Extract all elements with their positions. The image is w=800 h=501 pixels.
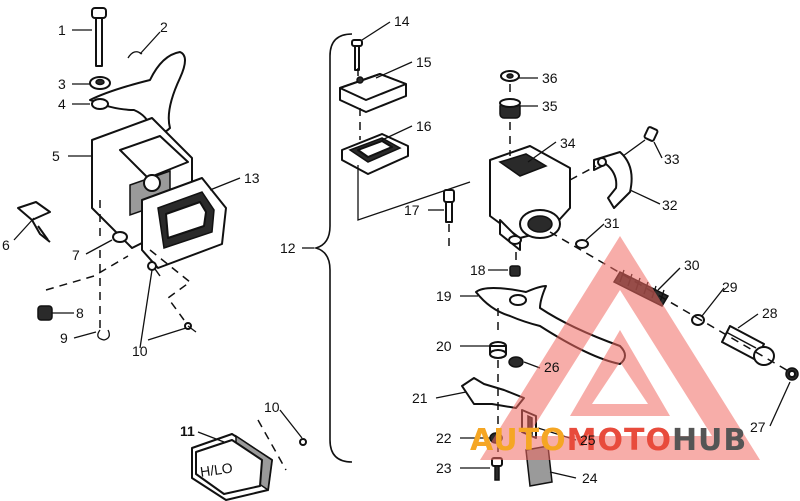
callout-9: 9 [60, 330, 68, 346]
callout-18: 18 [470, 262, 486, 278]
callout-17: 17 [404, 202, 420, 218]
callout-23: 23 [436, 460, 452, 476]
part-17-bolt [443, 189, 455, 223]
callout-28: 28 [762, 305, 778, 321]
callout-4: 4 [58, 96, 66, 112]
callout-14: 14 [394, 13, 410, 29]
callout-27: 27 [750, 419, 766, 435]
group-12-brace [313, 33, 353, 463]
watermark-brand-c: HUB [672, 423, 747, 458]
part-1-pivot-bolt [91, 7, 107, 67]
watermark-triangle-logo [480, 236, 760, 460]
part-4-lever-eye [91, 98, 109, 110]
callout-11: 11 [180, 423, 195, 439]
part-36-washer [500, 70, 520, 82]
part-8-cap [37, 305, 53, 321]
callout-26: 26 [544, 359, 560, 375]
callout-2: 2 [160, 19, 168, 35]
callout-5: 5 [52, 148, 60, 164]
callout-22: 22 [436, 430, 452, 446]
callout-19: 19 [436, 288, 452, 304]
part-28-piston [721, 325, 775, 366]
part-14-screw [351, 39, 363, 71]
part-23-screw [491, 457, 503, 481]
callout-30: 30 [684, 257, 700, 273]
callout-12: 12 [280, 240, 296, 256]
callout-20: 20 [436, 338, 452, 354]
part-32-clamp [593, 151, 633, 209]
callout-10-bottom: 10 [264, 399, 280, 415]
callout-31: 31 [604, 215, 620, 231]
callout-10-left: 10 [132, 343, 148, 359]
part-21-bracket [461, 377, 525, 409]
part-31-washer [575, 239, 589, 249]
part-13-switch-cover [141, 177, 227, 269]
callout-24: 24 [582, 470, 598, 486]
part-9-clip [97, 329, 110, 341]
part-33-bolt [622, 126, 659, 157]
left-leader-lines [13, 29, 241, 349]
right-leader-lines [361, 21, 791, 479]
part-18-bushing [509, 265, 521, 277]
part-26-nut [508, 356, 524, 368]
callout-13: 13 [244, 170, 260, 186]
callout-33: 33 [664, 151, 680, 167]
part-7-washer [112, 231, 128, 243]
callout-6: 6 [2, 237, 10, 253]
watermark-text: AUTOMOTOHUB [470, 423, 747, 458]
callout-16: 16 [416, 118, 432, 134]
watermark-brand-a: AUTO [470, 423, 567, 458]
callout-25: 25 [580, 432, 596, 448]
part-4-throttle-lever [89, 51, 186, 134]
part-2-clip [127, 51, 143, 59]
callout-1: 1 [58, 22, 66, 38]
part-6-adjuster [17, 201, 51, 243]
callout-labels: 1 2 3 4 5 6 7 8 9 10 10 11 12 13 14 15 1… [2, 13, 778, 486]
watermark-brand-b: MOTO [567, 423, 672, 458]
part-15-reservoir-cover [339, 73, 407, 113]
part-29-washer [691, 314, 705, 326]
part-10-screws [147, 261, 197, 333]
watermark: AUTOMOTOHUB [470, 236, 760, 460]
callout-36: 36 [542, 70, 558, 86]
callout-34: 34 [560, 135, 576, 151]
part-16-diaphragm [341, 133, 409, 175]
callout-3: 3 [58, 76, 66, 92]
callout-21: 21 [412, 390, 428, 406]
left-assembly [17, 7, 227, 341]
switch-face-label: H/LO [199, 459, 234, 479]
callout-15: 15 [416, 54, 432, 70]
callout-29: 29 [722, 279, 738, 295]
part-11-hi-lo-switch [191, 409, 307, 501]
part-20-bushing [489, 341, 507, 359]
part-35-bushing [499, 98, 521, 119]
callout-8: 8 [76, 305, 84, 321]
part-3-washer [89, 76, 111, 90]
callout-35: 35 [542, 98, 558, 114]
part-34-master-cylinder [489, 145, 571, 251]
callout-7: 7 [72, 247, 80, 263]
callout-32: 32 [662, 197, 678, 213]
